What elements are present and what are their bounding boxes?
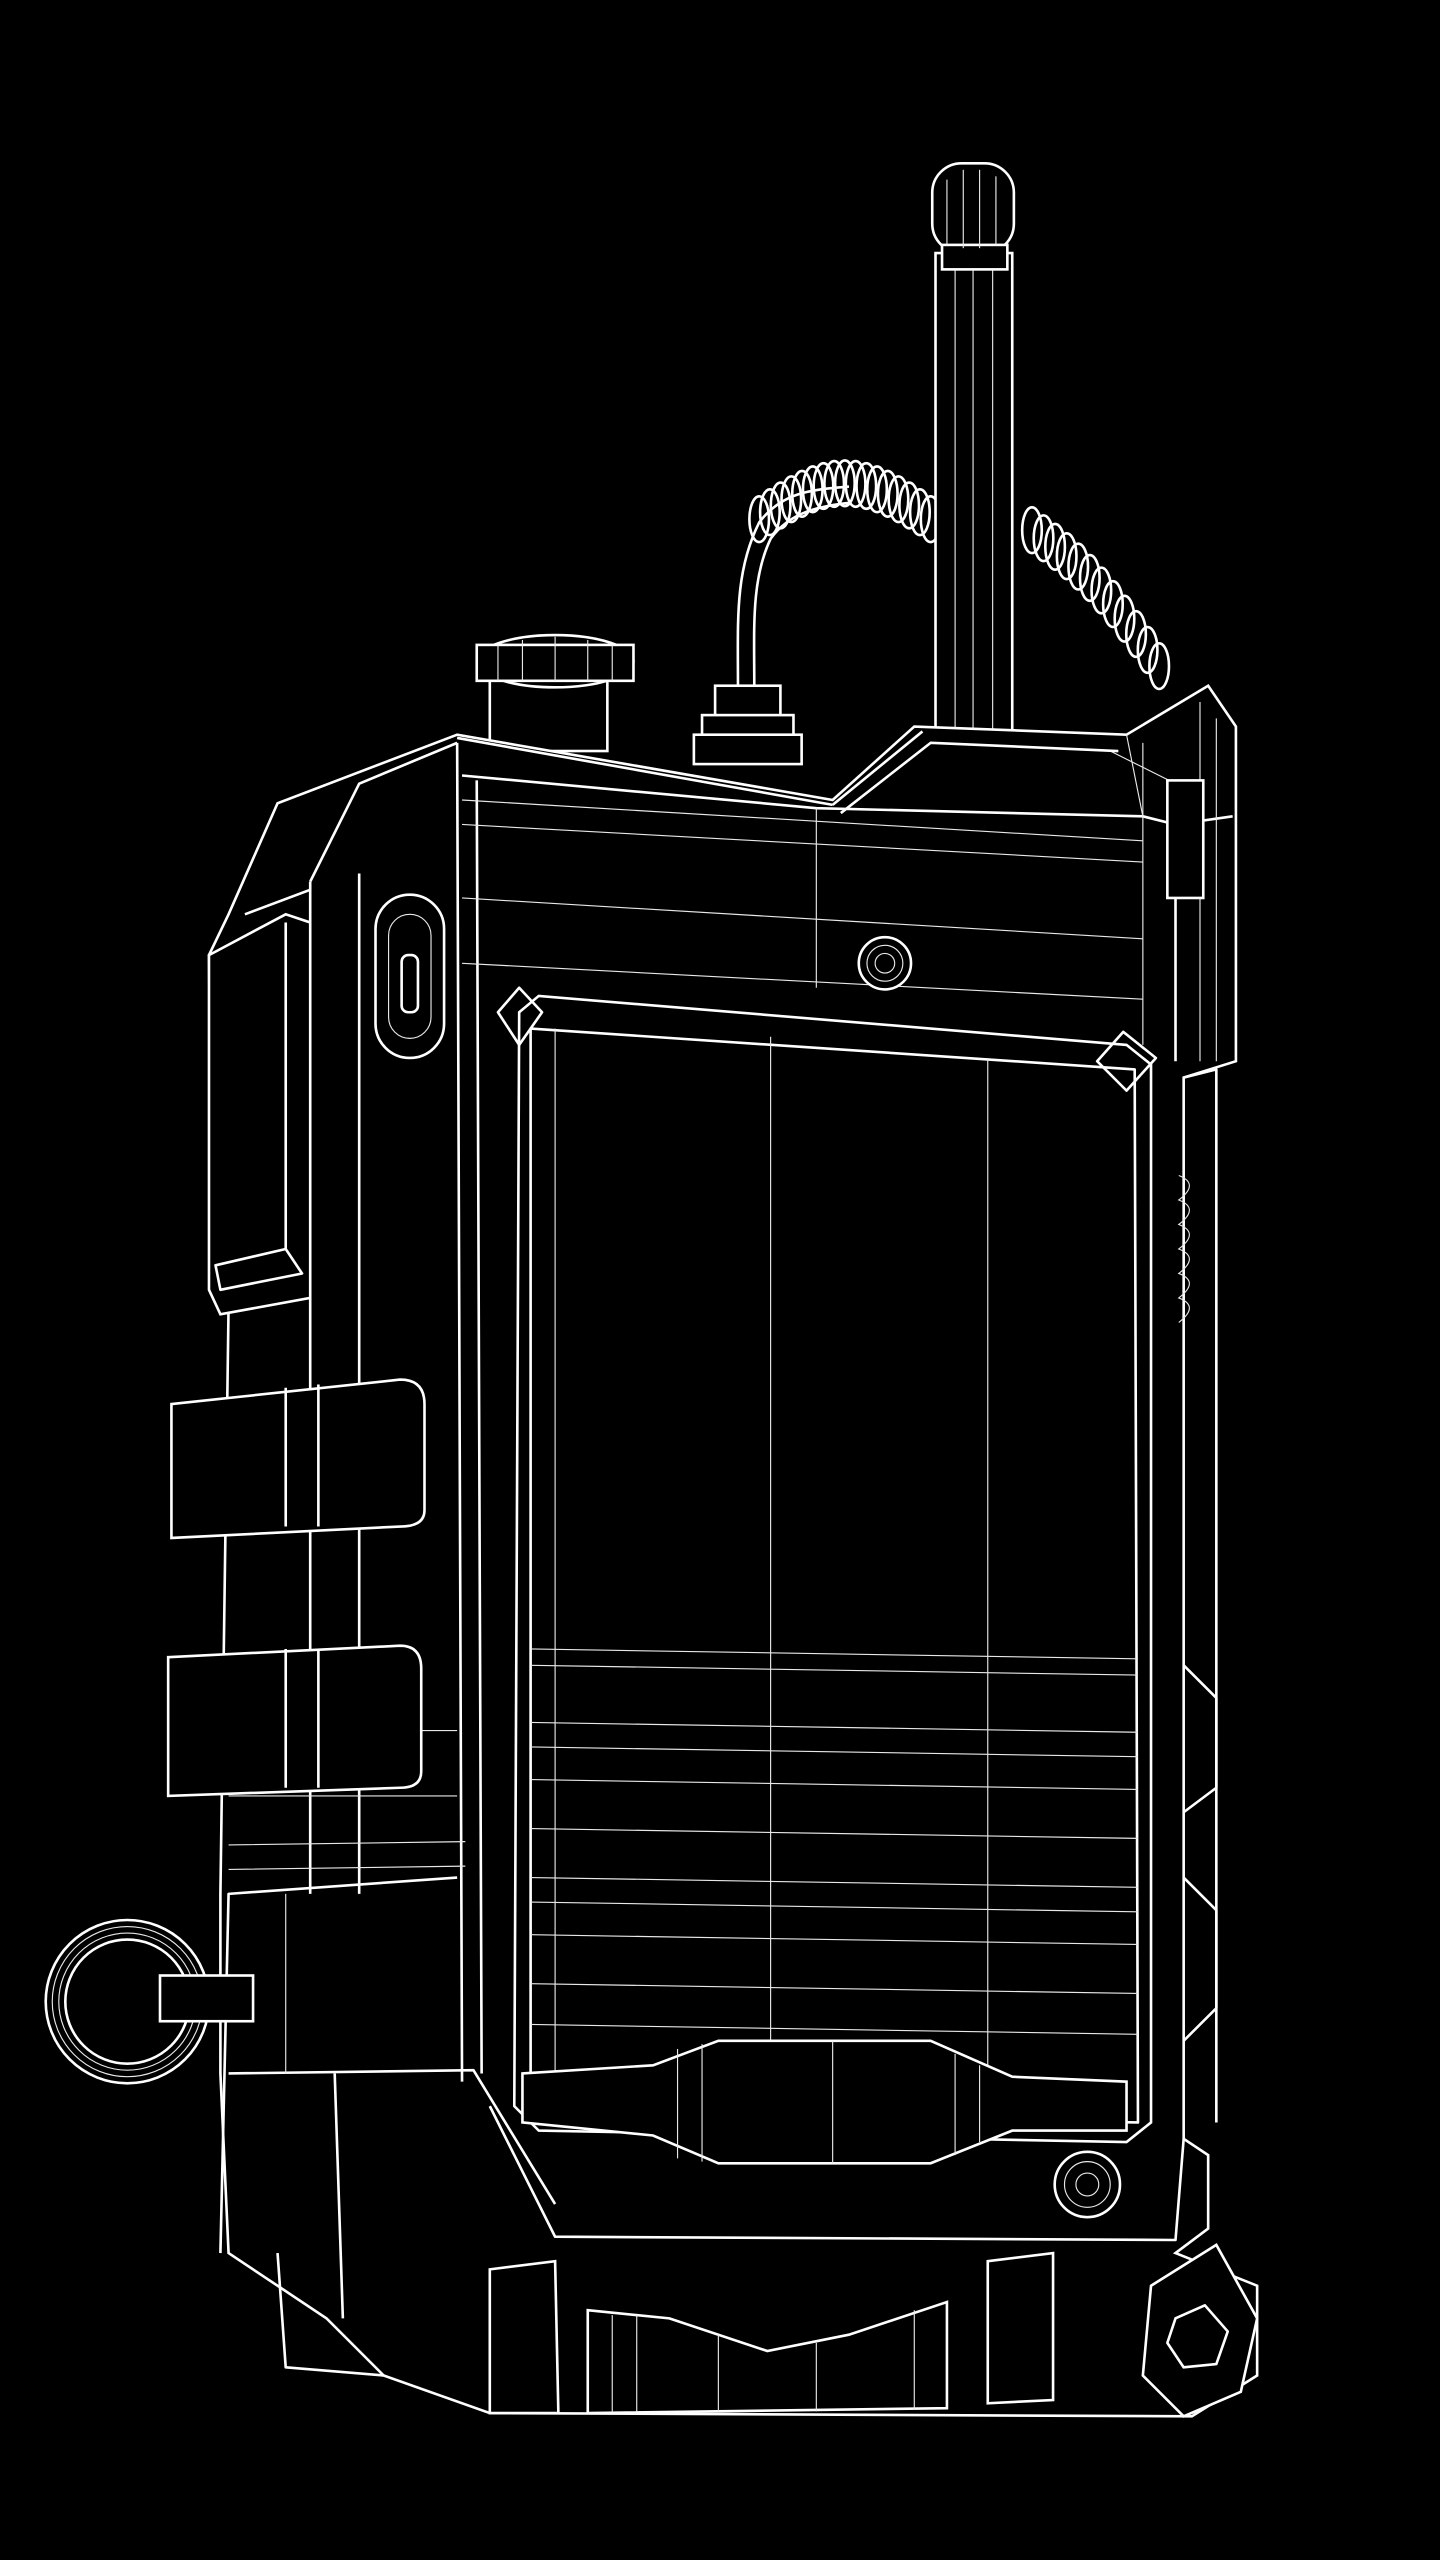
grille-line — [530, 1934, 1138, 1946]
cable-coil — [887, 475, 910, 524]
grille-line — [530, 1876, 1138, 1888]
front-panel — [488, 986, 1185, 2242]
bottom-base — [488, 2243, 1259, 2418]
tuning-knob — [475, 633, 635, 753]
cable-coil — [1067, 542, 1090, 591]
grille-line — [530, 1664, 1138, 1676]
cable-coil — [1078, 553, 1101, 603]
cable-coil — [1055, 532, 1078, 581]
cable-coil — [748, 495, 771, 544]
cable-coil — [1020, 506, 1044, 555]
cable-coil — [1044, 522, 1067, 571]
cable-coil — [790, 469, 814, 518]
cable-coil — [823, 459, 846, 509]
cable-coil — [1101, 579, 1125, 629]
cable-coil — [801, 465, 824, 514]
grille-line — [530, 2023, 1138, 2035]
cable-coil — [876, 469, 899, 518]
antenna — [930, 161, 1016, 745]
lanyard-ring — [44, 1918, 255, 2085]
grille-line — [530, 1779, 1138, 1790]
coiled-cable — [736, 459, 1171, 691]
cable-coil — [1113, 594, 1136, 643]
cable-coil — [1136, 625, 1159, 675]
side-panel — [207, 912, 312, 1316]
cable-coil — [844, 459, 867, 509]
side-switch — [1166, 779, 1205, 900]
cable-coil — [780, 475, 803, 524]
corner-bolt — [496, 986, 544, 1047]
belt-clip — [170, 1378, 426, 1540]
bottom-corner-knob — [1141, 2243, 1259, 2418]
cable-coil — [1124, 609, 1148, 659]
grille-line — [530, 1901, 1138, 1913]
cable-coil — [769, 481, 792, 530]
cable-coil — [898, 481, 921, 530]
corner-bolt — [1095, 1030, 1158, 1092]
cable-coil — [1148, 641, 1171, 691]
grille-lines — [530, 1648, 1138, 2035]
bottom-handle — [586, 2300, 949, 2415]
grille-line — [530, 1983, 1138, 1995]
cable-connector — [692, 684, 803, 766]
grille-line — [530, 1828, 1138, 1839]
cable-coil — [1032, 514, 1055, 563]
grille-line — [530, 1746, 1138, 1758]
grille-line — [530, 1721, 1138, 1733]
screw — [1053, 2150, 1122, 2219]
cable-coil — [855, 461, 878, 511]
front-grip — [521, 2039, 1128, 2165]
cable-coil — [758, 488, 781, 537]
screw — [857, 935, 913, 991]
belt-clip — [166, 1644, 423, 1798]
cable-coil — [865, 465, 889, 514]
side-ridges — [1177, 1174, 1190, 1323]
cable-coil — [812, 461, 835, 511]
cable-coil — [1090, 566, 1113, 615]
cable-coil — [833, 459, 856, 508]
cable-coil — [908, 488, 931, 537]
oval-dial — [374, 893, 446, 1060]
grille-line — [530, 1648, 1138, 1660]
